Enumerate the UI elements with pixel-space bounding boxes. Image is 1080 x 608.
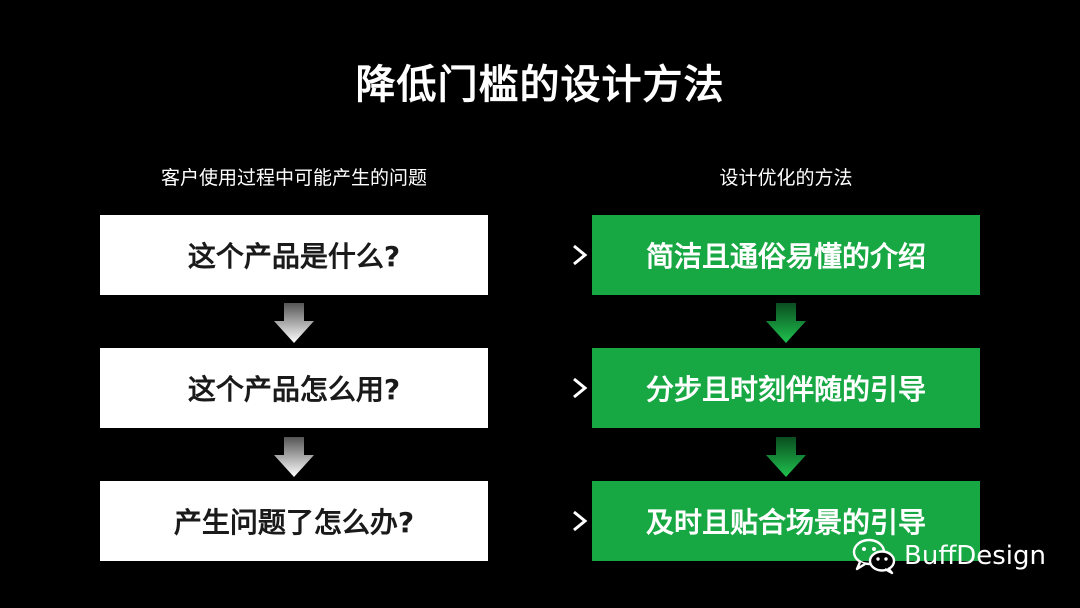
watermark: BuffDesign <box>852 537 1046 575</box>
down-arrow-icon <box>766 303 806 343</box>
left-column-heading: 客户使用过程中可能产生的问题 <box>160 167 427 189</box>
down-arrow-icon <box>274 303 314 343</box>
page-title: 降低门槛的设计方法 <box>355 62 725 108</box>
solution-box: 及时且贴合场景的引导 <box>592 481 980 561</box>
question-box: 这个产品怎么用? <box>100 348 488 428</box>
question-box: 产生问题了怎么办? <box>100 481 488 561</box>
right-arrow-icon <box>494 244 588 266</box>
wechat-icon <box>852 538 896 575</box>
right-column-heading: 设计优化的方法 <box>719 167 853 189</box>
down-arrow-icon <box>766 437 806 477</box>
question-box: 这个产品是什么? <box>100 215 488 295</box>
solution-box: 分步且时刻伴随的引导 <box>592 348 980 428</box>
down-arrow-icon <box>274 437 314 477</box>
right-arrow-icon <box>494 510 588 532</box>
right-arrow-icon <box>494 377 588 399</box>
solution-box: 简洁且通俗易懂的介绍 <box>592 215 980 295</box>
watermark-text: BuffDesign <box>904 541 1046 571</box>
